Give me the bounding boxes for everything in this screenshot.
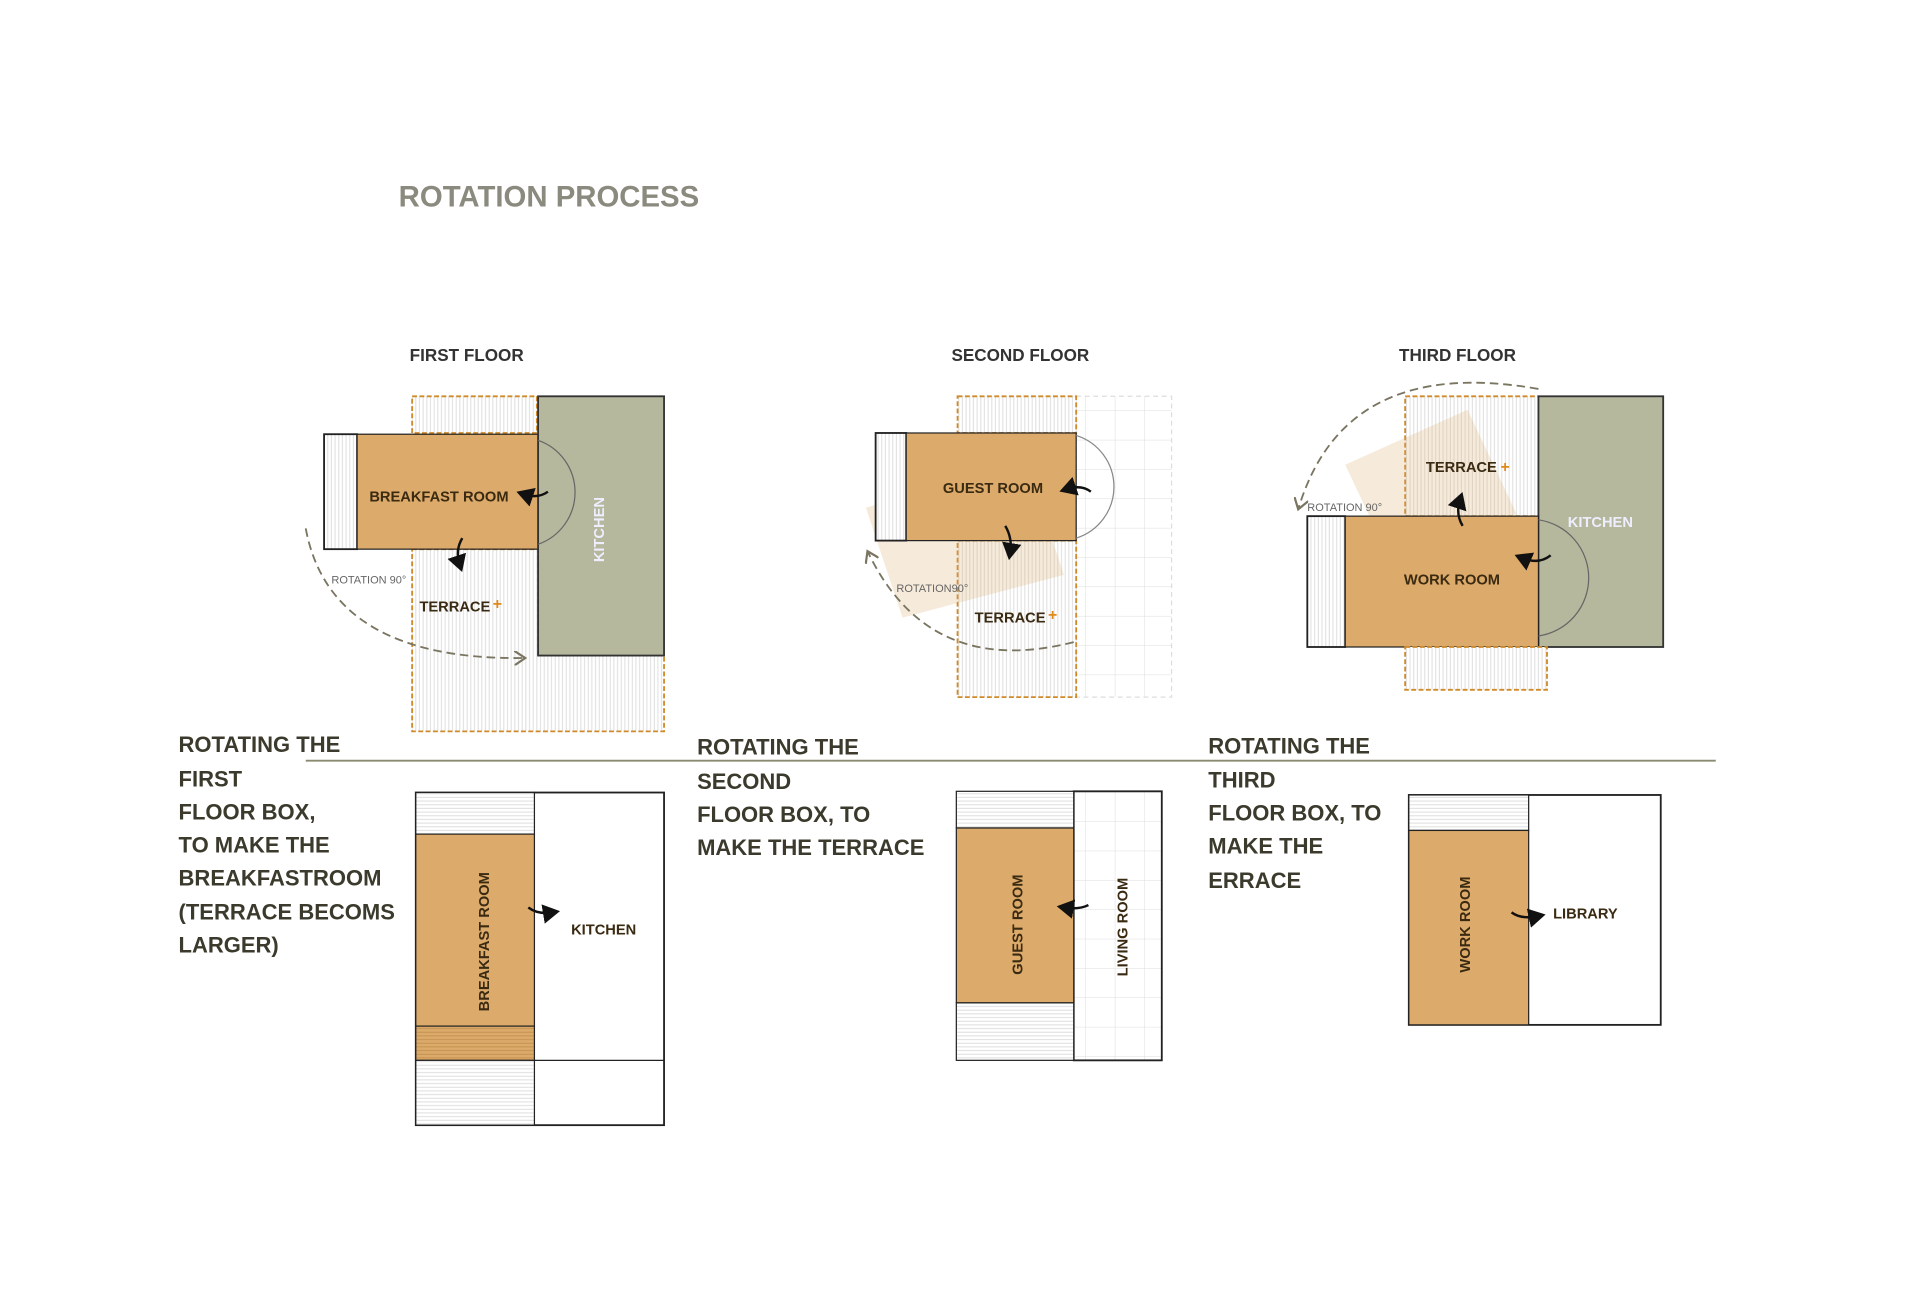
terrace-top: [956, 395, 1078, 434]
caption-line: FLOOR BOX, TO: [1208, 801, 1381, 826]
terrace-top: [411, 395, 538, 434]
caption-line: THIRD: [1208, 768, 1275, 793]
breakfast-room: [356, 433, 539, 550]
side-strip: [323, 433, 359, 551]
caption-line: FLOOR BOX, TO: [697, 802, 870, 827]
side-strip: [1306, 515, 1347, 648]
arrow-icon: [516, 487, 549, 507]
terrace-bottom: [1404, 646, 1548, 691]
work-room-label: WORK ROOM: [1458, 877, 1474, 973]
arrow-icon: [1059, 476, 1092, 496]
rotation-arc: [1299, 381, 1539, 508]
terrace-label-group: TERRACE+: [1426, 459, 1510, 476]
kitchen: [1537, 395, 1665, 648]
arrow-icon: [527, 904, 561, 924]
door-swing: [537, 439, 576, 545]
caption-line: MAKE THE TERRACE: [697, 835, 924, 860]
terrace-label: TERRACE: [1426, 460, 1497, 476]
living-room-label: LIVING ROOM: [1116, 878, 1132, 977]
kitchen-label: KITCHEN: [1568, 515, 1633, 531]
second-floor-heading: SECOND FLOOR: [951, 346, 1089, 365]
rotation-label: ROTATION 90°: [1307, 502, 1382, 514]
terrace-label: TERRACE: [419, 600, 490, 616]
breakfast-room-label: BREAKFAST ROOM: [477, 872, 493, 1011]
side-strip: [874, 432, 908, 542]
door-swing: [1075, 434, 1115, 539]
door-swing: [1538, 519, 1590, 637]
rotation-arc: [304, 528, 524, 658]
caption-line: LARGER): [179, 933, 279, 958]
guest-room-label: GUEST ROOM: [943, 481, 1043, 497]
guest-room-label: GUEST ROOM: [1010, 875, 1026, 975]
guest-room: [905, 432, 1077, 542]
first-floor-plan: FIRST FLOOR BREAKFAST ROOM KITCHEN ROTAT…: [304, 346, 665, 733]
caption-line: ROTATING THE: [1208, 733, 1370, 758]
rotation-label: ROTATION90°: [896, 583, 968, 595]
result-second-floor: GUEST ROOM LIVING ROOM: [955, 790, 1163, 1062]
page-title: ROTATION PROCESS: [399, 181, 700, 214]
breakfast-room-label: BREAKFAST ROOM: [369, 489, 508, 505]
guest-room: [955, 827, 1075, 1004]
caption-line: FIRST: [179, 766, 243, 791]
caption-line: FLOOR BOX,: [179, 799, 316, 824]
arrow-icon: [1514, 552, 1552, 571]
result-third-floor: WORK ROOM LIBRARY: [1407, 794, 1662, 1026]
plus-icon: +: [1500, 459, 1509, 476]
library-label: LIBRARY: [1553, 906, 1618, 922]
terrace-label-group: TERRACE+: [975, 607, 1058, 626]
arrow-icon: [1447, 492, 1467, 527]
arrow-icon: [1510, 908, 1546, 928]
result-first-floor: BREAKFAST ROOM KITCHEN: [414, 791, 665, 1127]
caption-line: ROTATING THE: [697, 735, 859, 760]
caption-second: ROTATING THE SECOND FLOOR BOX, TO MAKE T…: [697, 735, 924, 860]
caption-line: TO MAKE THE: [179, 832, 330, 857]
caption-line: SECOND: [697, 769, 791, 794]
kitchen-label: KITCHEN: [592, 497, 608, 562]
breakfast-room: [415, 833, 536, 1027]
arrow-icon: [1002, 525, 1022, 561]
work-room: [1408, 829, 1530, 1026]
terrace-top: [1404, 395, 1540, 518]
plus-icon: +: [493, 596, 502, 613]
caption-line: ROTATING THE: [179, 732, 341, 757]
arrow-icon: [1056, 899, 1089, 919]
kitchen-label: KITCHEN: [571, 922, 636, 938]
work-room-label: WORK ROOM: [1404, 573, 1500, 589]
caption-line: MAKE THE: [1208, 834, 1323, 859]
arrow-icon: [447, 537, 467, 573]
third-floor-plan: THIRD FLOOR ROTATION 90° TERRACE+ WORK R…: [1299, 346, 1665, 691]
caption-first: ROTATING THE FIRST FLOOR BOX, TO MAKE TH…: [179, 732, 395, 958]
first-floor-heading: FIRST FLOOR: [410, 346, 524, 365]
third-floor-heading: THIRD FLOOR: [1399, 346, 1516, 365]
grid-area: [1075, 395, 1173, 698]
kitchen: [537, 395, 665, 657]
caption-line: (TERRACE BECOMS: [179, 900, 395, 925]
caption-line: BREAKFASTROOM: [179, 865, 382, 890]
caption-line: ERRACE: [1208, 868, 1301, 893]
work-room: [1344, 515, 1540, 648]
second-floor-plan: SECOND FLOOR GUEST ROOM ROTATION90° TERR…: [866, 346, 1173, 699]
rotation-arc: [868, 553, 1074, 652]
rotation-label: ROTATION 90°: [331, 574, 406, 586]
terrace-label-group: TERRACE+: [419, 596, 502, 615]
plus-icon: +: [1048, 607, 1057, 624]
caption-third: ROTATING THE THIRD FLOOR BOX, TO MAKE TH…: [1208, 733, 1381, 893]
terrace-label: TERRACE: [975, 611, 1046, 627]
